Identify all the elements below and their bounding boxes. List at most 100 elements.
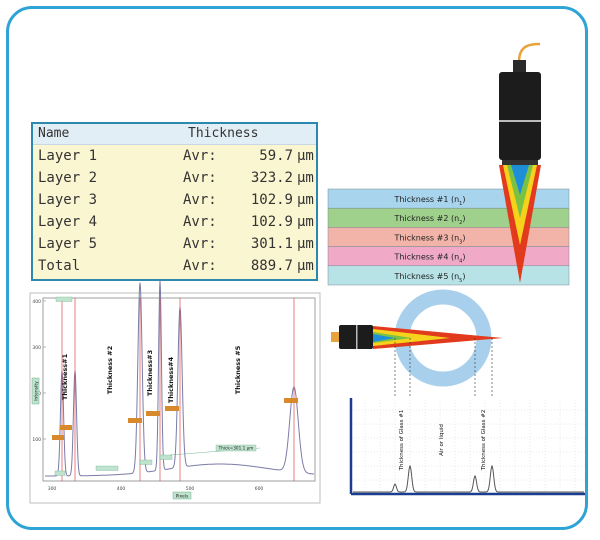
cell-unit: µm <box>297 192 314 208</box>
layer-label: Thickness #2 (n2) <box>394 214 466 226</box>
x-tick-label: 500 <box>186 486 195 492</box>
spectrum-left: 400300200100300400500600PixelsIntensity … <box>29 280 321 504</box>
y-tick-label: 300 <box>32 345 41 351</box>
cell-value: 889.7 <box>250 258 293 274</box>
layer-label-close: ) <box>462 233 465 242</box>
right-peak-label: Thickness of Glass #2 <box>481 410 487 472</box>
gap-tag <box>159 454 173 460</box>
layer-label-text: Thickness #2 (n <box>394 214 460 223</box>
y-tick-label: 400 <box>32 299 41 305</box>
cell-name: Layer 5 <box>38 236 98 252</box>
header-name: Name <box>38 126 70 141</box>
cell-name: Layer 2 <box>38 170 98 186</box>
x-axis-label-box <box>172 491 192 500</box>
peak-value-tag <box>146 411 160 416</box>
cell-avr: Avr: <box>183 258 217 274</box>
x-tick-label: 300 <box>48 486 57 492</box>
layer-label-sub: 1 <box>459 201 462 207</box>
y-axis-label: Intensity <box>34 381 40 401</box>
layer-label-close: ) <box>462 272 465 281</box>
probe-cable <box>517 42 541 63</box>
cell-value: 102.9 <box>250 192 293 208</box>
x-tick-label: 400 <box>117 486 126 492</box>
layer-label-sub: 4 <box>459 259 462 265</box>
cell-avr: Avr: <box>183 214 217 230</box>
layer-label-sub: 3 <box>459 239 462 245</box>
x-tick-label: 600 <box>255 486 264 492</box>
cell-value: 323.2 <box>250 170 293 186</box>
layer-label: Thickness #1 (n1) <box>394 195 466 207</box>
cell-value: 301.1 <box>250 236 293 252</box>
beam-blue <box>373 334 395 342</box>
cell-avr: Avr: <box>183 236 217 252</box>
cell-avr: Avr: <box>183 170 217 186</box>
beam-green <box>373 332 412 343</box>
optical-probe-icon <box>331 325 503 349</box>
cell-value: 102.9 <box>250 214 293 230</box>
layer-label-sub: 5 <box>459 278 462 284</box>
thick-readout-box <box>215 444 257 452</box>
y-tick-label: 100 <box>32 437 41 443</box>
table-header: Name Thickness <box>33 124 316 145</box>
gap-tag <box>139 459 153 465</box>
layer-label-text: Thickness #3 (n <box>394 233 460 242</box>
right-peak-label: Thickness of Glass #1 <box>399 410 405 472</box>
spectrum-right <box>351 398 585 494</box>
y-axis-label-box <box>31 377 40 405</box>
layer-label-text: Thickness #4 (n <box>394 253 460 262</box>
layer-label-text: Thickness #5 (n <box>394 272 460 281</box>
peak-label: Thickness #5 <box>234 345 242 394</box>
cone-blue <box>511 165 529 195</box>
probe-tip <box>502 160 538 165</box>
layer-label-close: ) <box>462 195 465 204</box>
gap-tag <box>95 465 119 471</box>
peak-label: Thickness#3 <box>146 350 154 396</box>
peak-value-tag <box>165 406 179 411</box>
cell-name: Layer 4 <box>38 214 98 230</box>
cell-unit: µm <box>297 170 314 186</box>
peak-value-tag <box>128 418 142 423</box>
cell-unit: µm <box>297 236 314 252</box>
peak-label: Thickness #2 <box>106 346 114 394</box>
cell-avr: Avr: <box>183 148 217 164</box>
layer-label-close: ) <box>462 253 465 262</box>
probe-band <box>356 325 358 349</box>
cell-name: Total <box>38 258 81 274</box>
layer-label-text: Thickness #1 (n <box>394 195 460 204</box>
gap-tag <box>54 470 66 476</box>
peak-value-tag <box>60 425 72 430</box>
thick-readout: Thick=301.1 µm <box>218 446 254 451</box>
peak-value-tag <box>52 435 64 440</box>
probe-band <box>499 120 541 122</box>
cell-unit: µm <box>297 214 314 230</box>
peak-value-tag <box>284 398 298 403</box>
cell-unit: µm <box>297 258 314 274</box>
layer-label-close: ) <box>462 214 465 223</box>
peak-label: Thickness#1 <box>61 353 69 400</box>
spectrum-right-curve <box>353 464 584 493</box>
cell-value: 59.7 <box>259 148 293 164</box>
probe-body <box>499 72 541 160</box>
layer-label-sub: 2 <box>459 220 462 226</box>
probe-cable-end <box>331 332 341 342</box>
spectrum-left-curve <box>45 280 314 477</box>
beam-yellow <box>373 329 450 346</box>
x-axis-label: Pixels <box>176 494 189 500</box>
layer-label: Thickness #5 (n5) <box>394 272 466 284</box>
cell-name: Layer 3 <box>38 192 98 208</box>
peak-label: Thickness#4 <box>167 356 175 403</box>
gap-tag <box>55 296 73 302</box>
header-thickness: Thickness <box>188 126 259 141</box>
cell-avr: Avr: <box>183 192 217 208</box>
optical-probe-icon <box>499 42 541 165</box>
layer-label: Thickness #3 (n3) <box>394 233 466 245</box>
light-cone <box>499 165 541 283</box>
